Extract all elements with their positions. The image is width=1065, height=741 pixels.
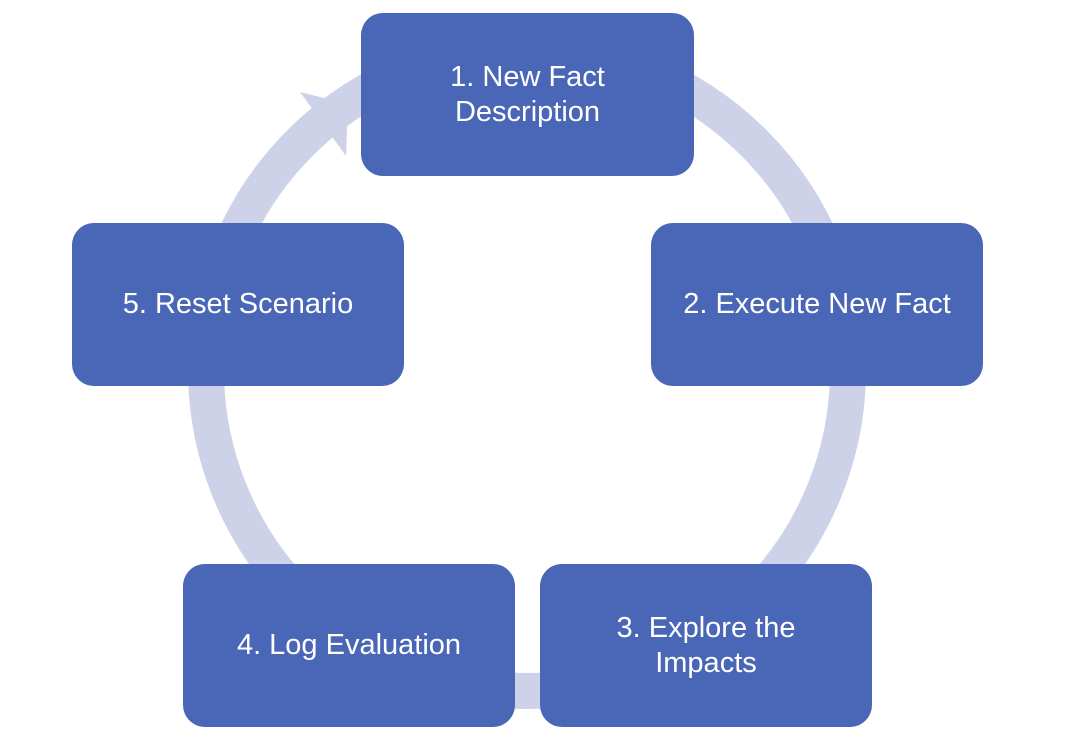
step-log-evaluation: 4. Log Evaluation bbox=[183, 564, 515, 727]
step-execute-new-fact: 2. Execute New Fact bbox=[651, 223, 983, 386]
cycle-arrowhead bbox=[300, 92, 348, 156]
step-new-fact-description: 1. New Fact Description bbox=[361, 13, 694, 176]
step-reset-scenario: 5. Reset Scenario bbox=[72, 223, 404, 386]
step-explore-the-impacts: 3. Explore the Impacts bbox=[540, 564, 872, 727]
